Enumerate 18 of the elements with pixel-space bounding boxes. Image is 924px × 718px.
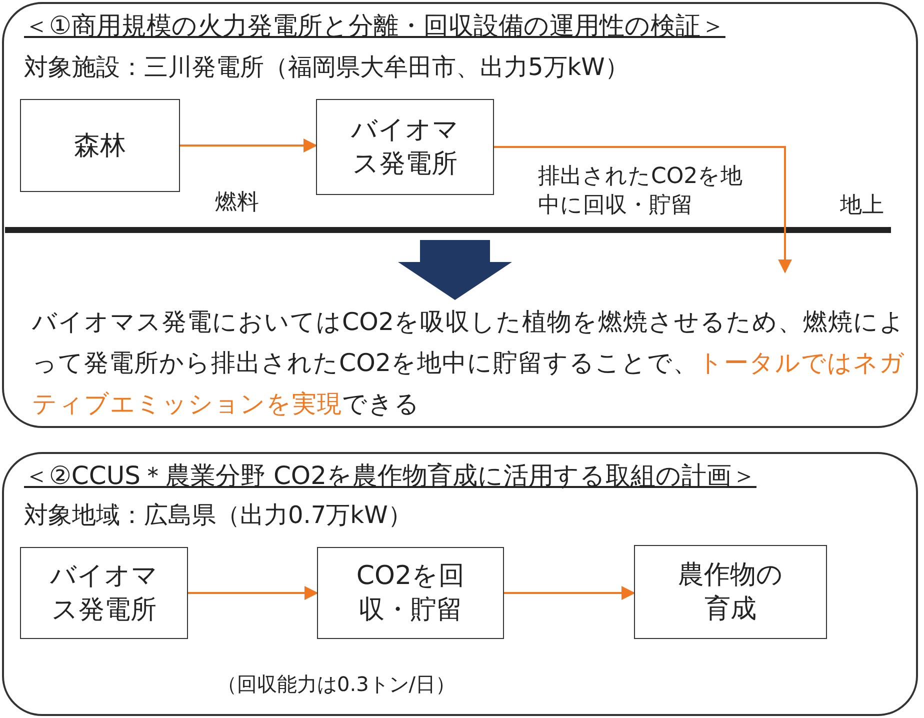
- process-box: CO2を回収・貯留: [317, 547, 504, 639]
- ground-label: 地上: [840, 192, 884, 220]
- subtitle: 対象地域：広島県（出力0.7万kW）: [24, 500, 412, 531]
- process-box: バイオマス発電所: [316, 99, 494, 195]
- subtitle: 対象施設：三川発電所（福岡県大牟田市、出力5万kW）: [24, 52, 629, 83]
- process-box: 農作物の育成: [634, 545, 827, 639]
- process-box: バイオマス発電所: [20, 547, 188, 639]
- panel: [2, 2, 918, 428]
- arrow: [188, 586, 318, 600]
- heading: ＜②CCUS＊農業分野 CO2を農作物育成に活用する取組の計画＞: [24, 460, 756, 492]
- arrow: [504, 586, 636, 600]
- paragraph: バイオマス発電においてはCO2を吸収した植物を燃焼させるため、燃焼によって発電所から排出されたCO2を地中に貯留することで、トータルではネガティブエミッションを実現できる: [32, 306, 906, 420]
- process-box: 森林: [20, 99, 180, 192]
- panel: [2, 452, 918, 716]
- heading: ＜①商用規模の火力発電所と分離・回収設備の運用性の検証＞: [24, 10, 726, 42]
- arrow: [494, 146, 792, 274]
- arrow: [180, 138, 318, 152]
- note: （回収能力は0.3トン/日）: [217, 671, 456, 698]
